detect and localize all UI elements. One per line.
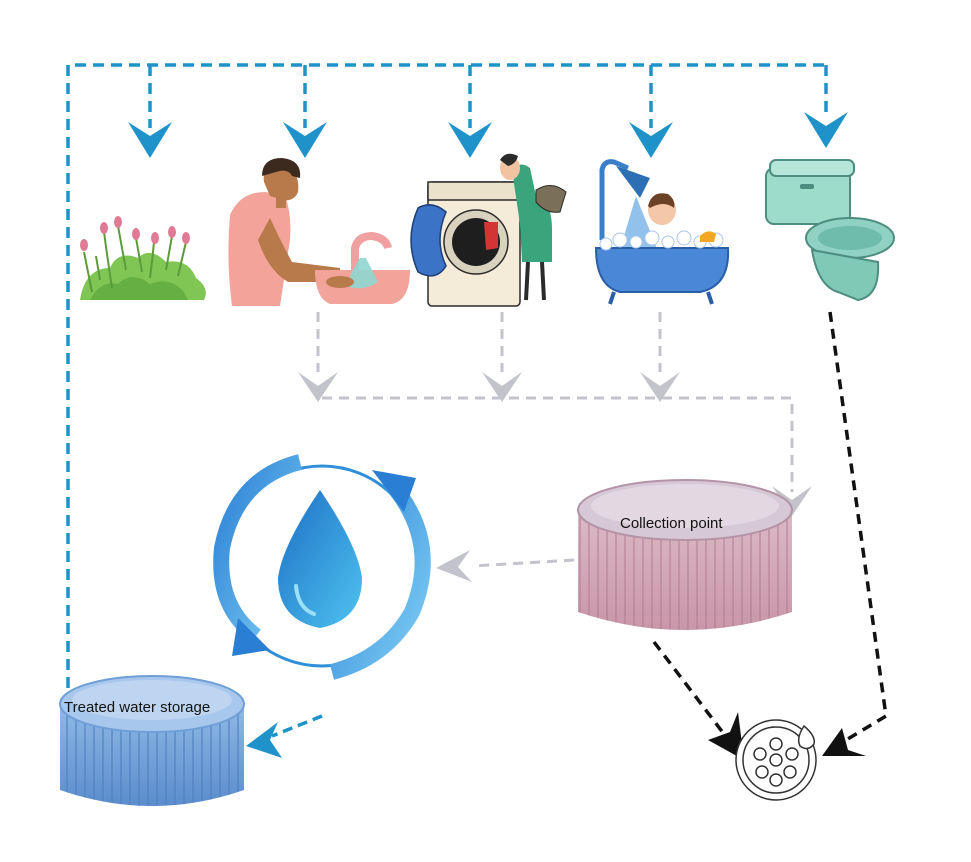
washing-machine-icon	[410, 153, 567, 307]
blackwater-arrowheads	[708, 712, 866, 760]
collection-point-tank	[577, 479, 793, 630]
arrowhead-toilet	[804, 112, 848, 148]
greywater-collection-lines	[316, 312, 794, 568]
arrowhead-garden	[128, 122, 172, 158]
greywater-to-treatment	[471, 558, 575, 568]
treated-to-storage-line	[271, 714, 323, 738]
blackwater-from-toilet	[828, 311, 888, 742]
treated-water-storage-tank	[59, 675, 245, 806]
treated-water-arrowheads	[128, 112, 848, 158]
garden-plants-icon	[80, 216, 206, 300]
toilet-icon	[765, 159, 895, 302]
sewer-drain-icon	[735, 719, 817, 801]
arrowhead-bath	[629, 122, 673, 158]
treated-water-storage-label: Treated water storage	[64, 699, 210, 716]
blackwater-lines	[652, 311, 888, 742]
greywater-arrowheads	[298, 372, 812, 582]
treated-water-distribution-lines	[66, 63, 828, 688]
arrowhead-laundry	[448, 122, 492, 158]
arrowhead-handwash	[283, 122, 327, 158]
blackwater-from-collection	[652, 640, 726, 736]
collection-point-label: Collection point	[620, 515, 723, 532]
greywater-collector-line	[322, 396, 794, 492]
treated-to-storage-arrowhead	[246, 722, 282, 758]
bathtub-shower-icon	[594, 159, 730, 305]
treated-water-supply-line	[66, 63, 826, 688]
water-recycle-icon	[213, 454, 431, 680]
person-washing-hands-icon	[228, 158, 410, 306]
